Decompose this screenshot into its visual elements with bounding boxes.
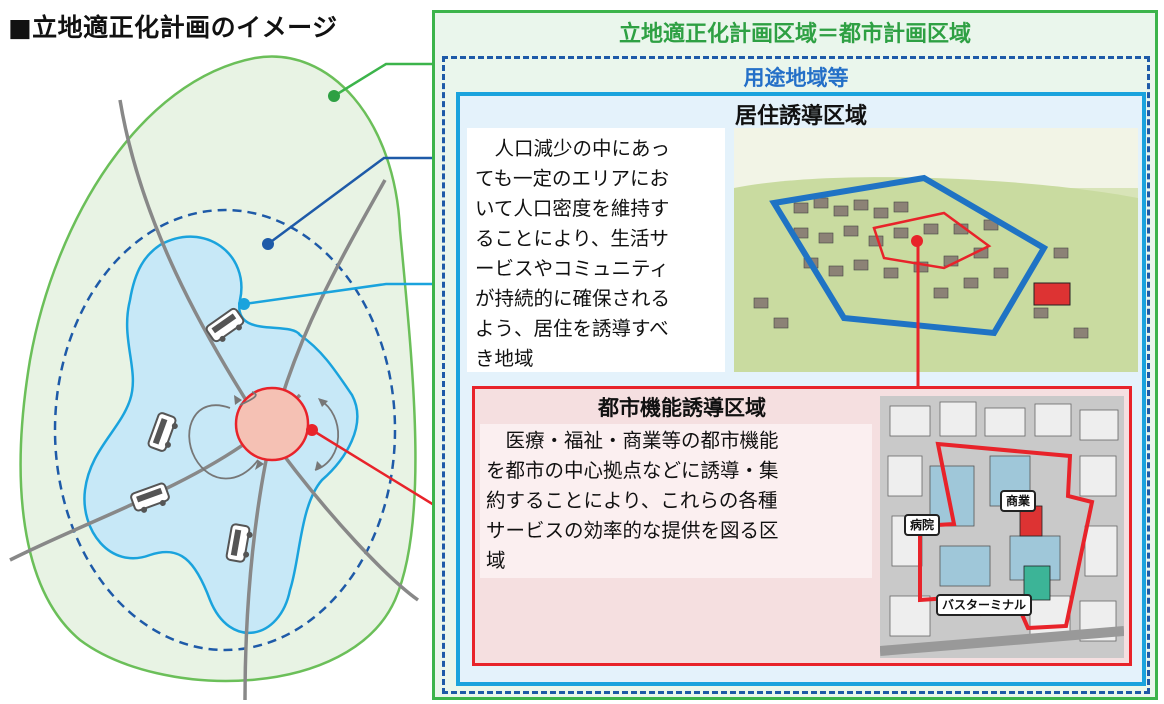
label-commerce: 商業	[1000, 490, 1037, 512]
leader-line-use-zone	[267, 156, 444, 246]
residential-illustration	[734, 128, 1138, 372]
label-hospital: 病院	[904, 514, 941, 536]
residential-zone-shape	[83, 235, 359, 635]
label-bus-terminal: バスターミナル	[936, 594, 1033, 616]
plan-area-title: 立地適正化計画区域＝都市計画区域	[618, 22, 971, 47]
bus-icon	[130, 482, 170, 513]
urban-function-illustration: 病院 商業 バスターミナル	[880, 396, 1124, 658]
connector-line	[916, 236, 920, 390]
urban-function-zone-shape	[234, 386, 310, 462]
bus-icon	[205, 307, 245, 343]
leader-line-plan-area	[333, 62, 436, 98]
page-title: ■立地適正化計画のイメージ	[8, 13, 338, 42]
residential-zone-title: 居住誘導区域	[734, 104, 867, 129]
use-zone-box	[442, 56, 1150, 694]
bus-icon	[147, 412, 178, 452]
bus-icon	[225, 523, 253, 563]
use-zone-shape	[53, 208, 397, 652]
urban-function-zone-description: 医療・福祉・商業等の都市機能 を都市の中心拠点などに誘導・集 約することにより、…	[480, 424, 872, 578]
residential-zone-description: 人口減少の中にあっ ても一定のエリアにお いて人口密度を維持す ることにより、生…	[467, 128, 725, 372]
urban-function-zone-title: 都市機能誘導区域	[598, 396, 766, 420]
use-zone-title: 用途地域等	[743, 66, 849, 90]
